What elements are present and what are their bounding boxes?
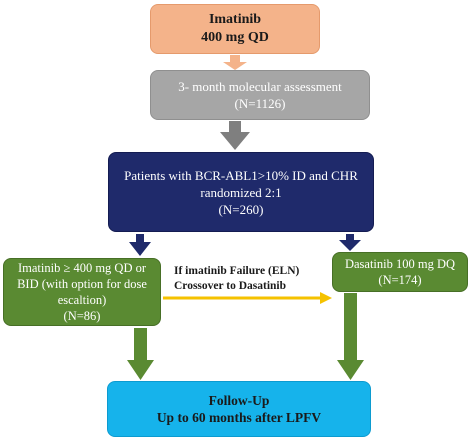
start-line-1: Imatinib	[208, 12, 262, 27]
imatinib-start-box: Imatinib 400 mg QD	[150, 4, 320, 54]
arrow-randomization-to-imatinib	[129, 234, 151, 256]
imatinib-arm-line-3: escaltion)	[57, 293, 107, 307]
crossover-line-1: If imatinib Failure (ELN)	[174, 265, 300, 277]
arrow-assessment-to-randomization	[220, 121, 250, 150]
randomization-line-1: Patients with BCR-ABL1>10% ID and CHR	[124, 167, 358, 183]
randomization-line-2: randomized 2:1	[200, 184, 282, 200]
imatinib-arm-box: Imatinib ≥ 400 mg QD or BID (with option…	[3, 258, 161, 326]
follow-up-line-1: Follow-Up	[208, 393, 270, 408]
crossover-label: If imatinib Failure (ELN) Crossover to D…	[174, 264, 334, 294]
follow-up-box: Follow-Up Up to 60 months after LPFV	[107, 381, 371, 437]
dasatinib-arm-line-2: (N=174)	[378, 273, 422, 287]
randomization-box: Patients with BCR-ABL1>10% ID and CHR ra…	[108, 152, 374, 232]
start-line-2: 400 mg QD	[201, 30, 269, 45]
assessment-line-2: (N=1126)	[234, 96, 286, 111]
arrow-imatinib-to-followup	[127, 328, 154, 380]
imatinib-arm-line-2: BID (with option for dose	[17, 277, 147, 291]
dasatinib-arm-box: Dasatinib 100 mg DQ (N=174)	[332, 252, 468, 292]
arrow-randomization-to-dasatinib	[339, 234, 361, 251]
follow-up-line-2: Up to 60 months after LPFV	[156, 410, 322, 425]
arrow-dasatinib-to-followup	[337, 293, 364, 380]
arrow-crossover-head	[320, 292, 332, 304]
assessment-line-1: 3- month molecular assessment	[178, 79, 342, 94]
crossover-line-2: Crossover to Dasatinib	[174, 280, 287, 292]
dasatinib-arm-line-1: Dasatinib 100 mg DQ	[344, 257, 456, 271]
imatinib-arm-line-1: Imatinib ≥ 400 mg QD or	[17, 261, 147, 275]
molecular-assessment-box: 3- month molecular assessment (N=1126)	[150, 70, 370, 120]
imatinib-arm-line-4: (N=86)	[63, 309, 101, 323]
randomization-line-3: (N=260)	[218, 201, 264, 217]
arrow-start-to-assessment	[223, 55, 247, 70]
